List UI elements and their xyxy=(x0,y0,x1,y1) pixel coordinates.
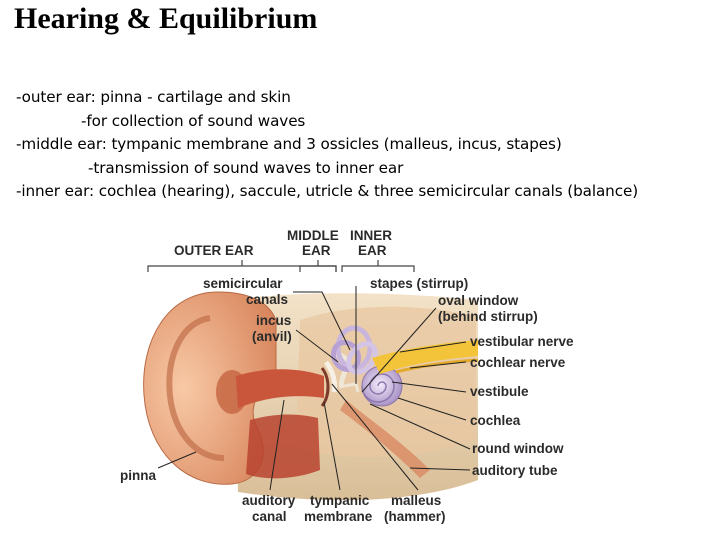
label-malleus-2: (hammer) xyxy=(384,509,446,524)
label-round-window: round window xyxy=(472,441,564,456)
bullet-inner-ear: -inner ear: cochlea (hearing), saccule, … xyxy=(16,180,716,204)
bullet-middle-ear: -middle ear: tympanic membrane and 3 oss… xyxy=(16,133,716,157)
bullet-middle-ear-term: -middle ear: tympanic membrane and 3 oss… xyxy=(16,135,562,153)
bullet-middle-ear-function: -transmission of sound waves to inner ea… xyxy=(16,157,716,181)
label-middle-1: MIDDLE xyxy=(287,228,339,243)
label-semicircular-1: semicircular xyxy=(203,276,283,291)
label-inner-1: INNER xyxy=(350,228,392,243)
label-auditory-canal-1: auditory xyxy=(242,493,296,508)
label-stapes: stapes (stirrup) xyxy=(370,276,468,291)
canal-tissue-shape xyxy=(246,415,320,479)
bullet-middle-ear-function-text: -transmission of sound waves to inner ea… xyxy=(88,159,403,177)
bullet-outer-ear-term: -outer ear: pinna xyxy=(16,88,142,106)
label-pinna: pinna xyxy=(120,468,156,483)
bullet-outer-ear: -outer ear: pinna - cartilage and skin xyxy=(16,86,716,110)
bullet-list: -outer ear: pinna - cartilage and skin -… xyxy=(16,86,716,204)
bullet-inner-ear-text: cochlea (hearing), saccule, utricle & th… xyxy=(94,182,638,200)
label-oval-1: oval window xyxy=(438,293,519,308)
bullet-outer-ear-function-text: -for collection of sound waves xyxy=(81,112,305,130)
label-incus-2: (anvil) xyxy=(252,329,292,344)
label-tympanic-2: membrane xyxy=(304,509,373,524)
label-auditory-canal-2: canal xyxy=(252,509,287,524)
region-brackets xyxy=(148,260,414,272)
label-auditory-tube: auditory tube xyxy=(472,463,558,478)
label-incus-1: incus xyxy=(256,313,291,328)
label-vestibule: vestibule xyxy=(470,384,529,399)
label-malleus-1: malleus xyxy=(391,493,441,508)
label-tympanic-1: tympanic xyxy=(310,493,370,508)
label-outer-ear: OUTER EAR xyxy=(174,243,254,258)
label-semicircular-2: canals xyxy=(246,292,288,307)
slide-title: Hearing & Equilibrium xyxy=(14,2,317,36)
label-cochlear-nerve: cochlear nerve xyxy=(470,355,566,370)
label-vestibular-nerve: vestibular nerve xyxy=(470,334,574,349)
label-cochlea: cochlea xyxy=(470,413,521,428)
ear-anatomy-figure: OUTER EAR MIDDLE EAR INNER EAR semicircu… xyxy=(112,210,592,540)
label-middle-2: EAR xyxy=(302,243,331,258)
bullet-inner-ear-term: -inner ear: xyxy=(16,182,94,200)
ear-anatomy-diagram: OUTER EAR MIDDLE EAR INNER EAR semicircu… xyxy=(112,210,592,540)
bullet-outer-ear-text: - cartilage and skin xyxy=(142,88,290,106)
bullet-outer-ear-function: -for collection of sound waves xyxy=(16,110,716,134)
label-inner-2: EAR xyxy=(358,243,387,258)
label-oval-2: (behind stirrup) xyxy=(438,309,538,324)
